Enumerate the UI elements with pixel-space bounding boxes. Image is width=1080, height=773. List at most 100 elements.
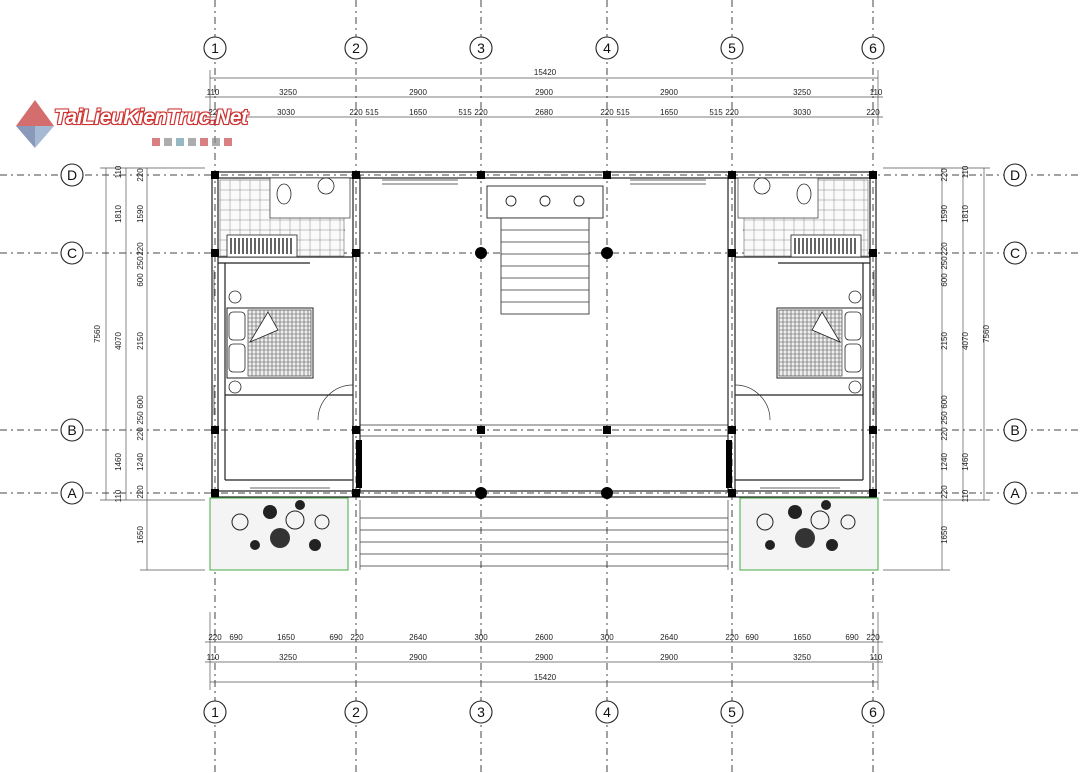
altar-table xyxy=(486,185,604,219)
dim-left-o-0: 110 xyxy=(114,165,123,178)
dim-top-r2-12: 220 xyxy=(725,108,739,117)
dim-left-i-2: 220 xyxy=(136,242,145,256)
dim-bot-r1-14: 220 xyxy=(866,633,880,642)
bottom-dimension-text: 220 690 1650 690 220 2640 300 2600 300 2… xyxy=(207,633,883,682)
dim-top-r1-5: 3250 xyxy=(793,88,811,97)
dim-bot-r2-2: 2900 xyxy=(409,653,427,662)
left-garden xyxy=(209,497,349,571)
dim-bot-r1-0: 220 xyxy=(208,633,222,642)
entrance-steps xyxy=(359,500,729,570)
dim-right-i-7: 250 xyxy=(940,411,949,425)
axis-label-a-left: A xyxy=(67,485,77,501)
dim-bot-r1-3: 690 xyxy=(329,633,343,642)
dim-top-r2-3: 515 xyxy=(365,108,379,117)
left-bed xyxy=(226,290,314,394)
axis-label-6-top: 6 xyxy=(869,40,877,56)
dim-left-o-2: 4070 xyxy=(114,332,123,350)
vertical-axis-lines xyxy=(214,0,874,773)
dim-top-r2-8: 220 xyxy=(600,108,614,117)
dim-left-i-3: 250 xyxy=(136,256,145,270)
axis-label-6-bottom: 6 xyxy=(869,704,877,720)
dim-left-i-5: 2150 xyxy=(136,332,145,350)
dim-top-r2-9: 515 xyxy=(616,108,630,117)
dim-right-i-4: 600 xyxy=(940,273,949,287)
dim-bot-r1-5: 2640 xyxy=(409,633,427,642)
axis-label-3-top: 3 xyxy=(477,40,485,56)
dim-left-i-7: 250 xyxy=(136,411,145,425)
right-bed xyxy=(776,290,864,394)
left-wardrobe xyxy=(226,234,298,258)
dim-bot-r1-11: 690 xyxy=(745,633,759,642)
dim-right-o-3: 1460 xyxy=(961,453,970,471)
dim-bot-r2-1: 3250 xyxy=(279,653,297,662)
dim-top-r2-1: 3030 xyxy=(277,108,295,117)
dim-top-r1-3: 2900 xyxy=(535,88,553,97)
dim-right-i-10: 220 xyxy=(940,485,949,499)
dim-top-r2-14: 220 xyxy=(866,108,880,117)
axis-label-2-bottom: 2 xyxy=(352,704,360,720)
dim-bot-r2-0: 110 xyxy=(207,653,220,662)
dim-top-r2-5: 515 xyxy=(458,108,472,117)
row-bubbles-right: D C B A xyxy=(1003,163,1027,505)
dim-top-r1-6: 110 xyxy=(870,88,883,97)
axis-label-4-top: 4 xyxy=(603,40,611,56)
dim-right-i-6: 600 xyxy=(940,395,949,409)
dim-top-r2-2: 220 xyxy=(349,108,363,117)
left-dimension-text: 7560 110 1810 4070 1460 110 220 1590 220… xyxy=(93,165,145,544)
axis-label-b-left: B xyxy=(67,422,76,438)
bottom-dimension-lines xyxy=(205,612,883,690)
left-dimension-lines xyxy=(100,167,205,571)
dim-right-o-4: 110 xyxy=(961,489,970,502)
dim-left-i-4: 600 xyxy=(136,273,145,287)
dim-right-i-3: 250 xyxy=(940,256,949,270)
dim-left-i-9: 1240 xyxy=(136,453,145,471)
column-bubbles-bottom: 1 2 3 4 5 6 xyxy=(203,700,885,724)
dim-bot-r1-2: 1650 xyxy=(277,633,295,642)
dim-top-r1-0: 110 xyxy=(207,88,220,97)
axis-label-1-bottom: 1 xyxy=(211,704,219,720)
dim-top-overall: 15420 xyxy=(534,68,557,77)
dim-top-r2-4: 1650 xyxy=(409,108,427,117)
dim-top-r2-13: 3030 xyxy=(793,108,811,117)
watermark-logo: TaiLieuKienTruc.Net xyxy=(14,98,264,158)
axis-label-5-top: 5 xyxy=(728,40,736,56)
dim-bot-r2-5: 3250 xyxy=(793,653,811,662)
dim-top-r1-1: 3250 xyxy=(279,88,297,97)
dim-right-o-0: 110 xyxy=(961,165,970,178)
dim-left-i-6: 600 xyxy=(136,395,145,409)
axis-label-4-bottom: 4 xyxy=(603,704,611,720)
dim-top-r1-4: 2900 xyxy=(660,88,678,97)
dim-bot-r1-12: 1650 xyxy=(793,633,811,642)
dim-top-r2-10: 1650 xyxy=(660,108,678,117)
dim-bot-r1-8: 300 xyxy=(600,633,614,642)
watermark-text: TaiLieuKienTruc.Net xyxy=(54,106,248,129)
dim-right-i-11: 1650 xyxy=(940,526,949,544)
dim-left-i-1: 1590 xyxy=(136,205,145,223)
dim-right-o-1: 1810 xyxy=(961,205,970,223)
dim-right-i-1: 1590 xyxy=(940,205,949,223)
interior-stair xyxy=(500,217,590,315)
dim-bot-r2-3: 2900 xyxy=(535,653,553,662)
dim-top-r2-7: 2680 xyxy=(535,108,553,117)
dim-top-r2-6: 220 xyxy=(474,108,488,117)
dim-bot-r2-4: 2900 xyxy=(660,653,678,662)
dim-right-i-5: 2150 xyxy=(940,332,949,350)
axis-label-5-bottom: 5 xyxy=(728,704,736,720)
dim-left-o-4: 110 xyxy=(114,489,123,502)
axis-label-3-bottom: 3 xyxy=(477,704,485,720)
dim-right-o-2: 4070 xyxy=(961,332,970,350)
column-bubbles-top: 1 2 3 4 5 6 xyxy=(203,36,885,60)
dim-bot-r1-13: 690 xyxy=(845,633,859,642)
dim-right-i-9: 1240 xyxy=(940,453,949,471)
dim-left-overall: 7560 xyxy=(93,325,102,343)
axis-label-a-right: A xyxy=(1010,485,1020,501)
row-bubbles-left: D C B A xyxy=(60,163,84,505)
axis-label-b-right: B xyxy=(1010,422,1019,438)
dim-left-i-10: 220 xyxy=(136,485,145,499)
dim-left-o-1: 1810 xyxy=(114,205,123,223)
dim-left-i-8: 220 xyxy=(136,427,145,441)
dim-left-i-11: 1650 xyxy=(136,526,145,544)
dim-right-i-2: 220 xyxy=(940,242,949,256)
axis-label-c-left: C xyxy=(67,245,77,261)
top-dimension-text: 15420 110 3250 2900 2900 2900 3250 110 2… xyxy=(207,68,883,117)
